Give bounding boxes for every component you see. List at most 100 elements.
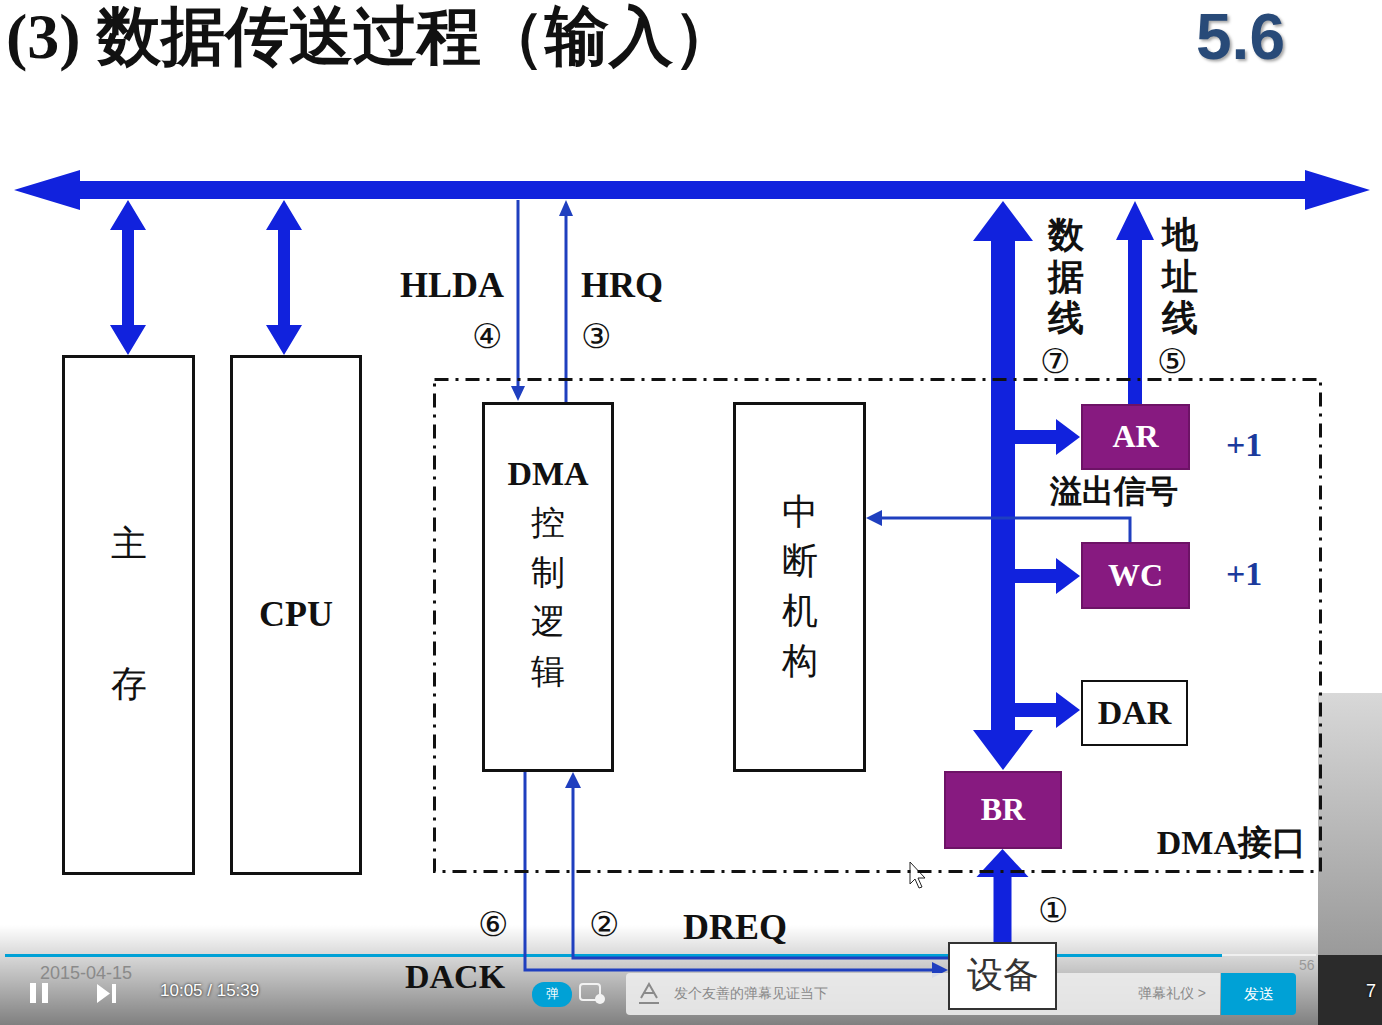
callout-number: ③ (581, 318, 611, 355)
text-glyph: DMA (507, 455, 588, 492)
text-glyph: 线 (1048, 299, 1084, 339)
node-text: 主存 (111, 525, 147, 704)
dash-dot-outline (435, 380, 1321, 872)
register-box: BR (944, 771, 1062, 849)
text-glyph: 机 (782, 592, 818, 632)
pause-icon (42, 983, 48, 1003)
register-box: DAR (1081, 680, 1188, 746)
hrq-line (565, 214, 568, 402)
signal-connector (565, 772, 948, 958)
callout-number: ④ (472, 318, 502, 355)
data-branch-arrow (1015, 558, 1080, 594)
bus-link-arrow (266, 200, 302, 355)
connector-line (994, 871, 1012, 942)
register-box: AR (1081, 404, 1190, 470)
node-text: DMA接口 (1157, 824, 1306, 861)
text-glyph: 主 (111, 525, 147, 565)
node-text: AR (1112, 419, 1158, 454)
signal-name: HRQ (581, 266, 663, 306)
increment-note: +1 (1226, 555, 1262, 592)
node-text: DAR (1098, 694, 1172, 731)
system-bus (14, 170, 1370, 210)
cpu-box: CPU (230, 355, 362, 875)
camera-photo (1318, 693, 1382, 955)
callout-number: ① (1038, 892, 1068, 929)
line-name: 地址线 (1162, 216, 1198, 339)
signal-connector (977, 849, 1029, 942)
arrowhead (565, 772, 581, 788)
node-text: WC (1108, 558, 1163, 593)
text-glyph: 线 (1162, 299, 1198, 339)
interface-region: DMA接口 DMA 控制逻辑 中断机构 AR WC DAR BR (433, 378, 1322, 873)
node-text: 设备 (967, 956, 1039, 996)
data-branch-arrow (1015, 419, 1080, 455)
callout-number: ⑥ (478, 906, 508, 943)
send-button: 发送 (1221, 973, 1296, 1015)
device-box: 设备 (948, 942, 1057, 1010)
text-glyph: 控 (507, 504, 588, 541)
callout-number: ⑦ (1040, 343, 1070, 380)
comment-input: 发个友善的弹幕见证当下 弹幕礼仪 > (626, 973, 1220, 1015)
pause-icon (30, 983, 36, 1003)
signal-connector (866, 510, 1130, 542)
font-icon (639, 984, 659, 1003)
font-icon (637, 982, 661, 1006)
arrowhead (866, 510, 882, 526)
text-glyph: 数 (1048, 216, 1084, 256)
connector-line (879, 518, 1130, 542)
signal-connector (525, 772, 948, 978)
hrq-arrowhead (559, 200, 573, 216)
node-text: 中断机构 (782, 493, 818, 681)
hlda-arrowhead (511, 386, 525, 401)
section-number: 5.6 (1196, 2, 1285, 72)
data-line-arrow (973, 201, 1033, 770)
settings-icon (595, 994, 605, 1004)
node-text: BR (981, 792, 1025, 827)
node-text: 发个友善的弹幕见证当下 (674, 986, 828, 1001)
address-line-arrow (1116, 201, 1154, 404)
hlda-line (517, 200, 520, 388)
control-logic-box: DMA 控制逻辑 (482, 402, 614, 772)
node-text: 发送 (1244, 986, 1274, 1003)
callout-number: ② (589, 906, 619, 943)
danmaku-toggle: 弹 (532, 982, 572, 1007)
text-glyph: 断 (782, 542, 818, 582)
play-time: 10:05 / 15:39 (160, 982, 259, 1001)
register-box: WC (1081, 542, 1190, 609)
data-branch-arrow (1015, 692, 1080, 728)
node-text: 弹幕礼仪 > (1138, 986, 1206, 1001)
upload-date: 2015-04-15 (40, 964, 132, 984)
increment-note: +1 (1226, 426, 1262, 463)
slide-title: (3) 数据传送过程（输入） (6, 2, 737, 72)
viewer-count: 56 (1299, 958, 1315, 973)
next-icon (112, 984, 116, 1003)
callout-number: ⑤ (1157, 343, 1187, 380)
text-glyph: 中 (782, 493, 818, 533)
mouse-cursor (910, 862, 925, 888)
memory-box: 主存 (62, 355, 195, 875)
node-text: DMA 控制逻辑 (507, 455, 588, 690)
node-text: 弹 (546, 987, 559, 1001)
text-glyph: 构 (782, 642, 818, 682)
next-icon (97, 984, 110, 1003)
line-name: 数据线 (1048, 216, 1084, 339)
node-text: CPU (259, 595, 333, 635)
text-glyph: 地 (1162, 216, 1198, 256)
text-glyph: 址 (1162, 258, 1198, 298)
camera-photo (1318, 955, 1382, 1025)
text-glyph: 辑 (507, 653, 588, 690)
bus-link-arrow (110, 200, 146, 355)
signal-name: 溢出信号 (1050, 474, 1178, 509)
text-glyph: 据 (1048, 258, 1084, 298)
text-glyph: 逻 (507, 603, 588, 640)
signal-name: HLDA (400, 266, 504, 306)
page-number: 7 (1366, 982, 1376, 1002)
signal-name: DACK (405, 958, 505, 995)
text-glyph: 存 (111, 665, 147, 705)
signal-name: DREQ (683, 908, 787, 948)
text-glyph: 制 (507, 554, 588, 591)
interrupt-box: 中断机构 (733, 402, 866, 772)
progress-track (1222, 954, 1316, 956)
